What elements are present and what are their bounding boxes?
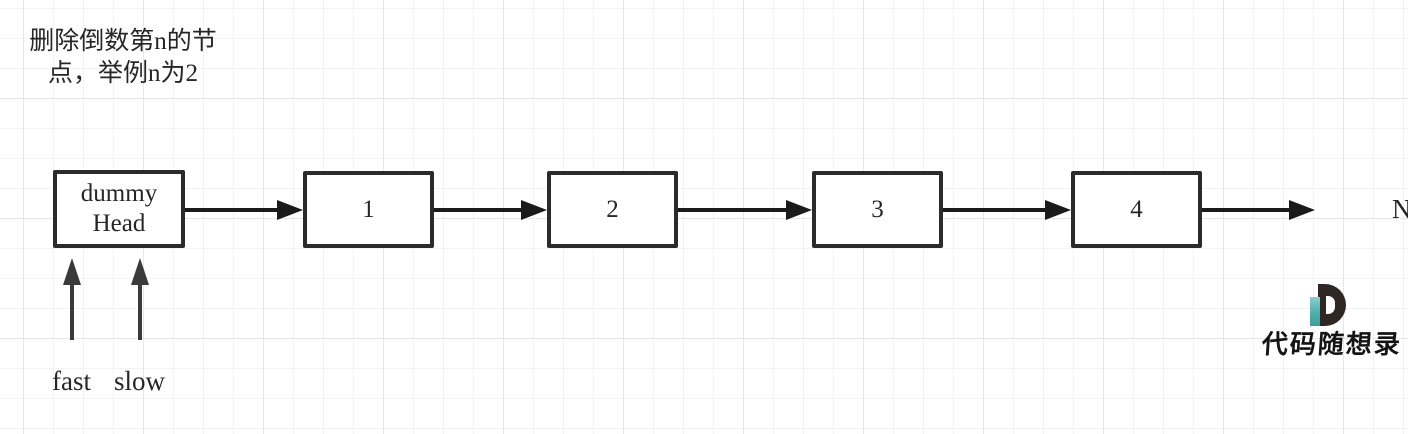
d-logo-teal-flag	[1310, 297, 1320, 326]
diagram-title: 删除倒数第n的节 点，举例n为2	[16, 26, 230, 90]
arrowhead-icon	[1045, 200, 1071, 220]
next-pointer-arrow-dummy-to-1	[185, 199, 303, 221]
arrow-shaft	[70, 285, 74, 340]
title-line-2: 点，举例n为2	[47, 60, 198, 87]
node-label: 1	[362, 195, 375, 223]
fast-pointer-arrow	[63, 258, 81, 340]
node-3: 3	[812, 171, 943, 248]
logo: 代码随想录	[1256, 284, 1408, 359]
node-label: 3	[871, 195, 884, 223]
logo-text: 代码随想录	[1260, 330, 1403, 359]
arrow-shaft	[943, 208, 1045, 212]
node-2: 2	[547, 171, 678, 248]
tail-label: N	[1392, 194, 1408, 224]
node-1: 1	[303, 171, 434, 248]
arrowhead-icon	[786, 200, 812, 220]
arrowhead-icon	[521, 200, 547, 220]
d-logo-icon	[1310, 284, 1346, 326]
arrowhead-icon	[277, 200, 303, 220]
title-line-1: 删除倒数第n的节	[29, 28, 217, 55]
arrow-shaft	[138, 285, 142, 340]
arrowhead-up-icon	[63, 258, 81, 285]
next-pointer-arrow-2-to-3	[678, 199, 812, 221]
fast-pointer-label: fast	[52, 366, 91, 396]
slow-pointer-arrow	[131, 258, 149, 340]
d-logo-counter	[1326, 296, 1335, 314]
arrow-shaft	[678, 208, 786, 212]
arrow-shaft	[1202, 208, 1289, 212]
node-label: dummy Head	[80, 180, 158, 237]
next-pointer-arrow-1-to-2	[434, 199, 547, 221]
arrow-shaft	[434, 208, 521, 212]
next-pointer-arrow-4-to-null	[1202, 199, 1315, 221]
arrow-shaft	[185, 208, 277, 212]
slow-pointer-label: slow	[114, 366, 166, 396]
node-dummy-head: dummy Head	[53, 170, 185, 248]
arrowhead-icon	[1289, 200, 1315, 220]
node-4: 4	[1071, 171, 1202, 248]
next-pointer-arrow-3-to-4	[943, 199, 1071, 221]
node-label: 4	[1130, 195, 1143, 223]
node-label: 2	[606, 195, 619, 223]
arrowhead-up-icon	[131, 258, 149, 285]
